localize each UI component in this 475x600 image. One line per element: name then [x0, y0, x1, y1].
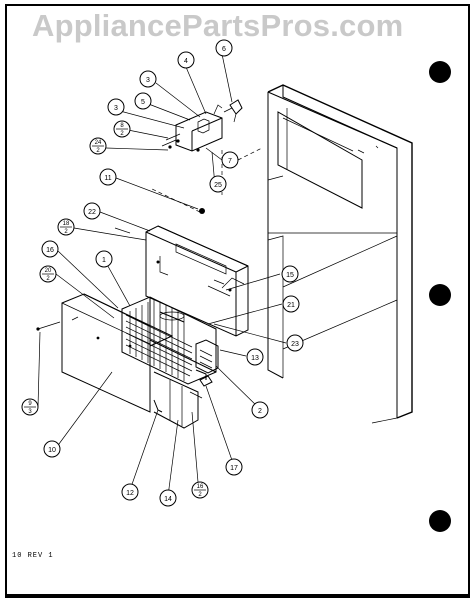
- callout-24-qty: 2: [96, 148, 100, 154]
- callout-16: 16: [46, 247, 54, 254]
- cabinet-outline: [267, 84, 413, 424]
- callout-9: 9: [28, 401, 32, 407]
- callout-14: 14: [164, 496, 172, 503]
- callout-markers: 6 4 3 5 3 8 2 24 2 7 25 11 22: [21, 39, 304, 507]
- evaporator-coil: [121, 296, 219, 385]
- callout-15: 15: [286, 272, 294, 279]
- callout-7: 7: [228, 158, 232, 165]
- callout-23: 23: [291, 341, 299, 348]
- revision-label: 10 REV 1: [12, 552, 54, 560]
- callout-9-qty: 3: [28, 409, 32, 415]
- callout-17: 17: [230, 465, 238, 472]
- callout-22: 22: [88, 209, 96, 216]
- callout-12: 12: [126, 490, 134, 497]
- callout-8-qty: 2: [120, 131, 124, 137]
- drain-bracket: [153, 369, 213, 429]
- callout-18-qty: 2: [64, 229, 68, 235]
- callout-24: 24: [95, 140, 102, 146]
- callout-1: 1: [102, 257, 106, 264]
- callout-8: 8: [120, 123, 124, 129]
- callout-3-lower: 3: [114, 105, 118, 112]
- callout-3-upper: 3: [146, 77, 150, 84]
- callout-20: 20: [45, 268, 52, 274]
- callout-4: 4: [184, 58, 188, 65]
- punch-hole-top: [429, 61, 451, 83]
- watermark: AppliancePartsPros.com: [32, 8, 404, 43]
- page-frame: [5, 4, 470, 598]
- callout-13: 13: [251, 355, 259, 362]
- control-assembly: [161, 99, 243, 152]
- callout-16-lower: 16: [197, 484, 204, 490]
- callout-25: 25: [214, 182, 222, 189]
- leader-lines: [37, 53, 287, 497]
- callout-5: 5: [141, 99, 145, 106]
- punch-hole-middle: [429, 284, 451, 306]
- callout-21: 21: [287, 302, 295, 309]
- rear-panel: [36, 293, 174, 413]
- callout-10: 10: [48, 447, 56, 454]
- callout-11: 11: [104, 175, 111, 182]
- callout-2: 2: [258, 408, 262, 415]
- callout-16-lower-qty: 2: [198, 492, 202, 498]
- punch-hole-bottom: [429, 510, 451, 532]
- callout-18: 18: [63, 221, 70, 227]
- callout-20-qty: 2: [46, 276, 50, 282]
- evaporator-cover: [145, 225, 249, 337]
- mounting-guide-lines: [114, 147, 263, 234]
- callout-6: 6: [222, 46, 226, 53]
